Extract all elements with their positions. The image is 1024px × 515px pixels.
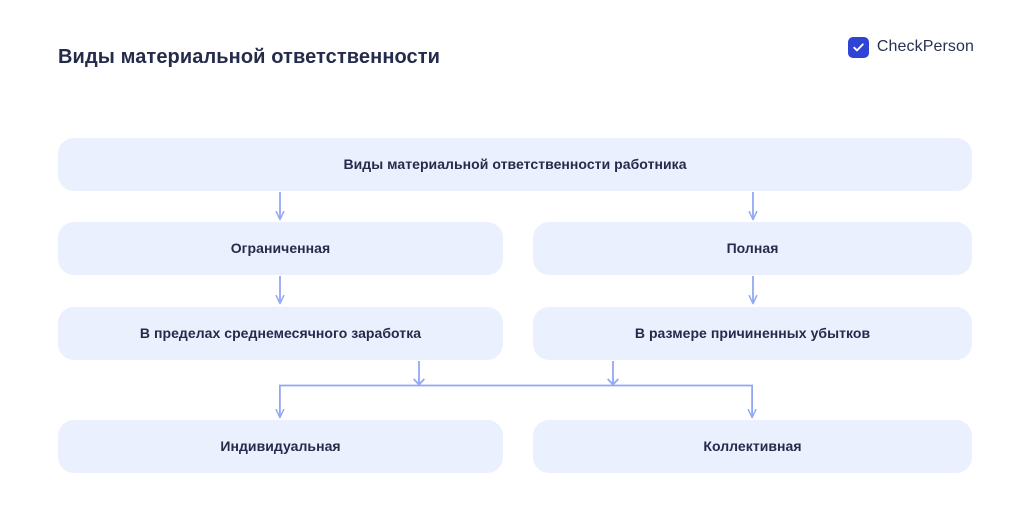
node-collective[interactable]: Коллективная <box>533 420 972 473</box>
node-label: Полная <box>726 239 779 256</box>
node-label: Ограниченная <box>230 239 331 256</box>
node-root[interactable]: Виды материальной ответственности работн… <box>58 138 972 191</box>
node-within-salary[interactable]: В пределах среднемесячного заработка <box>58 307 503 360</box>
node-label: В пределах среднемесячного заработка <box>139 324 422 341</box>
node-limited[interactable]: Ограниченная <box>58 222 503 275</box>
node-full[interactable]: Полная <box>533 222 972 275</box>
node-label: В размере причиненных убытков <box>634 324 871 341</box>
node-individual[interactable]: Индивидуальная <box>58 420 503 473</box>
brand-name: CheckPerson <box>876 38 974 55</box>
node-full-damages[interactable]: В размере причиненных убытков <box>533 307 972 360</box>
brand-logo: CheckPerson <box>847 36 974 58</box>
node-label: Виды материальной ответственности работн… <box>343 155 687 172</box>
node-label: Коллективная <box>703 437 802 454</box>
check-badge-icon <box>847 36 869 58</box>
node-label: Индивидуальная <box>220 437 341 454</box>
page-title: Виды материальной ответственности <box>58 46 441 68</box>
